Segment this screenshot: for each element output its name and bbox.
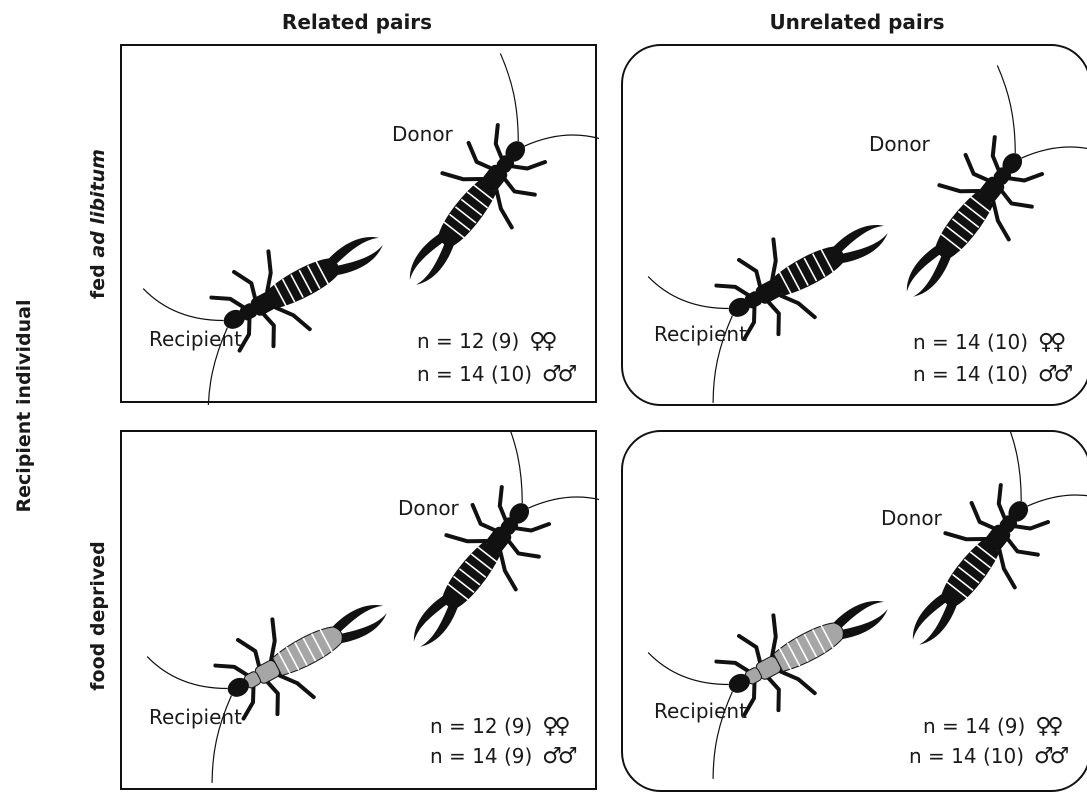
- female-count-text: n = 14 (9): [923, 714, 1025, 738]
- row-label-fed-prefix: fed: [87, 258, 109, 299]
- male-count-text: n = 14 (10): [913, 362, 1028, 386]
- donor-label: Donor: [392, 122, 453, 146]
- donor-earwig-icon: [356, 54, 599, 326]
- donor-label: Donor: [869, 132, 930, 156]
- donor-label: Donor: [398, 496, 459, 520]
- column-header-related: Related pairs: [207, 10, 507, 34]
- panel-related-fed: Donor Recipient n = 12 (9) ♀♀ n = 14 (10)…: [120, 44, 597, 403]
- column-header-unrelated: Unrelated pairs: [707, 10, 1007, 34]
- panel-related-deprived: Donor Recipient n = 12 (9) ♀♀ n = 14 (9) ♂…: [120, 430, 597, 790]
- recipient-earwig-icon: [646, 544, 919, 779]
- row-axis-label: Recipient individual: [13, 299, 35, 512]
- male-count: n = 14 (10) ♂♂: [909, 744, 1065, 769]
- recipient-earwig-icon: [141, 180, 414, 405]
- female-count-text: n = 12 (9): [417, 329, 519, 353]
- male-count: n = 14 (10) ♂♂: [913, 362, 1069, 387]
- female-count: n = 14 (9) ♀♀: [923, 714, 1060, 739]
- recipient-label: Recipient: [149, 705, 242, 729]
- female-symbol-icon: ♀♀: [1038, 330, 1062, 355]
- male-symbol-icon: ♂♂: [542, 744, 573, 769]
- donor-earwig-icon: [360, 432, 599, 687]
- male-count-text: n = 14 (10): [909, 744, 1024, 768]
- female-symbol-icon: ♀♀: [542, 714, 566, 739]
- panel-unrelated-fed: Donor Recipient n = 14 (10) ♀♀ n = 14 (10…: [621, 44, 1087, 406]
- panel-unrelated-deprived: Donor Recipient n = 14 (9) ♀♀ n = 14 (10)…: [621, 430, 1087, 792]
- donor-earwig-icon: [853, 66, 1087, 338]
- donor-earwig-icon: [859, 432, 1087, 685]
- male-symbol-icon: ♂♂: [542, 362, 573, 387]
- male-count-text: n = 14 (9): [430, 744, 532, 768]
- female-count-text: n = 14 (10): [913, 330, 1028, 354]
- recipient-label: Recipient: [654, 699, 747, 723]
- male-symbol-icon: ♂♂: [1038, 362, 1069, 387]
- male-count: n = 14 (10) ♂♂: [417, 362, 573, 387]
- female-count: n = 12 (9) ♀♀: [417, 329, 554, 354]
- female-count: n = 14 (10) ♀♀: [913, 330, 1062, 355]
- donor-label: Donor: [881, 506, 942, 530]
- male-symbol-icon: ♂♂: [1034, 744, 1065, 769]
- row-label-deprived: food deprived: [87, 541, 109, 690]
- recipient-earwig-icon: [646, 168, 919, 403]
- male-count: n = 14 (9) ♂♂: [430, 744, 574, 769]
- recipient-label: Recipient: [654, 322, 747, 346]
- row-label-fed: fed ad libitum: [87, 149, 109, 299]
- recipient-label: Recipient: [149, 327, 242, 351]
- recipient-earwig-icon: [145, 548, 418, 783]
- female-count-text: n = 12 (9): [430, 714, 532, 738]
- female-symbol-icon: ♀♀: [1035, 714, 1059, 739]
- earwig-illustration-area: [623, 432, 1087, 794]
- row-label-fed-italic: ad libitum: [87, 149, 109, 258]
- female-symbol-icon: ♀♀: [529, 329, 553, 354]
- female-count: n = 12 (9) ♀♀: [430, 714, 567, 739]
- male-count-text: n = 14 (10): [417, 362, 532, 386]
